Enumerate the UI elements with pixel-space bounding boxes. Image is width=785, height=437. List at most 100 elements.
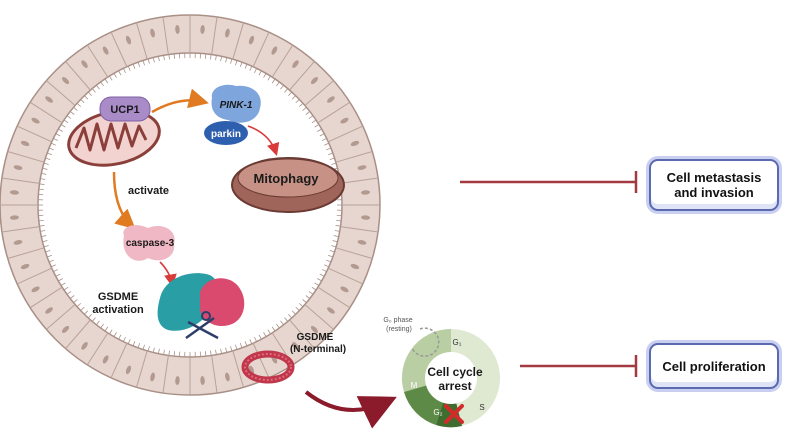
g0-phase-label-1: G₀ phase	[383, 317, 412, 324]
cell-nucleus	[175, 376, 180, 386]
ucp1-protein: UCP1	[99, 96, 151, 122]
cell-divider	[7, 247, 45, 260]
cilium	[41, 173, 47, 175]
cell-nucleus	[81, 60, 88, 68]
cilium	[100, 323, 104, 329]
cell-nucleus	[248, 35, 255, 45]
cell-nucleus	[62, 325, 70, 333]
cilium	[80, 99, 85, 104]
cilium	[87, 313, 92, 319]
gsdme-pore-icon	[241, 350, 295, 384]
g0-phase-label-2: (resting)	[386, 326, 412, 333]
cilium	[147, 58, 150, 64]
cell-divider	[1, 177, 40, 184]
cell-nucleus	[102, 46, 109, 55]
cell-nucleus	[20, 263, 30, 270]
cell-divider	[328, 267, 364, 285]
cilium	[42, 167, 48, 170]
cilium	[295, 99, 300, 104]
cilium	[137, 62, 141, 68]
cell-nucleus	[45, 96, 53, 103]
arrest-x-icon	[444, 404, 464, 424]
cell-nucleus	[310, 325, 318, 333]
cilium	[147, 346, 150, 352]
cilium	[173, 53, 176, 59]
cell-divider	[289, 319, 315, 349]
cell-nucleus	[327, 96, 335, 103]
cell-divider	[7, 150, 45, 163]
cilium	[168, 54, 170, 60]
cell-divider	[232, 350, 245, 388]
cell-nucleus	[102, 355, 109, 364]
cilium	[58, 278, 63, 282]
cilium	[249, 339, 253, 345]
cilium	[96, 320, 100, 326]
caspase3-protein: caspase-3	[123, 225, 175, 261]
cell-divider	[340, 226, 379, 233]
cilium	[45, 250, 51, 253]
cell-cycle-wheel	[401, 327, 500, 428]
cilium	[45, 157, 51, 160]
cell-divider	[110, 31, 128, 67]
pink1-parkin-complex: PINK-1 parkin	[204, 84, 261, 145]
cell-nucleus	[175, 24, 180, 34]
cell-divider	[304, 304, 334, 330]
gsdme-activation-label-2: activation	[92, 304, 144, 316]
s-phase-label: S	[479, 403, 484, 412]
cell-divider	[29, 101, 63, 124]
cilium	[276, 81, 280, 87]
cilium	[317, 128, 322, 132]
cilium	[41, 235, 47, 237]
cell-nucleus	[225, 28, 230, 38]
cell-nucleus	[125, 35, 132, 45]
cilium	[132, 341, 136, 347]
g2-label: G₂	[433, 408, 442, 417]
cilium	[47, 254, 53, 258]
inhibit-proliferation-line	[520, 355, 638, 377]
cilium	[84, 310, 89, 315]
cell-divider	[252, 343, 270, 379]
activate-label: activate	[128, 185, 169, 197]
cilium	[288, 313, 293, 319]
cilium	[53, 269, 59, 272]
g1-label: G₁	[453, 338, 462, 347]
cilium	[280, 320, 284, 326]
cilium	[314, 282, 320, 286]
cilium	[163, 55, 165, 61]
cilium	[55, 273, 61, 277]
caspase3-label: caspase-3	[126, 238, 175, 249]
pore-to-cell-cycle-arrow	[304, 390, 397, 429]
cilium	[48, 259, 54, 263]
cilium	[158, 56, 160, 62]
cilium	[210, 54, 212, 60]
cell-divider	[317, 286, 351, 309]
cilium	[76, 303, 82, 308]
cilium	[327, 254, 333, 258]
ucp1-to-pink1-arrow	[151, 88, 209, 114]
cilium	[321, 138, 327, 141]
cilium	[317, 278, 322, 282]
cell-nucleus	[340, 117, 349, 124]
cell-nucleus	[200, 24, 205, 34]
cell-nucleus	[361, 215, 371, 220]
cilium	[123, 336, 126, 342]
cilium	[336, 219, 342, 222]
cell-nucleus	[31, 286, 40, 293]
cilium	[288, 91, 293, 97]
cell-nucleus	[31, 117, 40, 124]
cilium	[127, 65, 131, 71]
cilium	[66, 115, 72, 119]
cilium	[327, 152, 333, 156]
cell-divider	[232, 22, 245, 60]
cilium	[239, 62, 243, 68]
cell-nucleus	[361, 190, 371, 195]
cilium	[244, 341, 248, 347]
mitophagy-icon: Mitophagy	[231, 157, 345, 213]
cilium	[158, 348, 160, 354]
cilium	[48, 147, 54, 151]
activate-arrow	[112, 171, 136, 230]
cilium	[60, 124, 66, 128]
metastasis-label-1: Cell metastasis	[666, 170, 762, 185]
cilium	[63, 119, 69, 124]
cilium	[258, 70, 262, 76]
